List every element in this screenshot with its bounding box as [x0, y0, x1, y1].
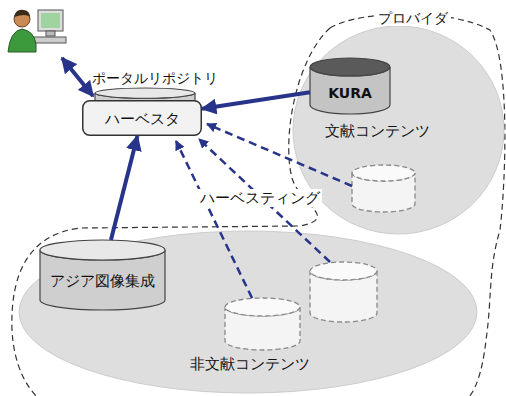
repository-cylinder: アジア図像集成 — [40, 240, 165, 310]
node-text: 文献コンテンツ — [325, 122, 430, 140]
harvesting-label: ハーベスティング — [198, 189, 322, 207]
box-outline — [83, 101, 202, 136]
planned-repository-top — [225, 298, 300, 316]
kura-cylinder: KURA — [310, 58, 390, 114]
planned-repository-top — [352, 165, 415, 181]
harvester-box: ハーベスタ — [82, 100, 202, 136]
monitor — [38, 10, 63, 31]
monitor-screen — [41, 13, 60, 28]
group-ellipse — [293, 26, 504, 234]
node-text: ポータルリポジトリ — [92, 70, 218, 86]
monitor-stand — [46, 31, 55, 36]
group-ellipse — [19, 231, 477, 393]
provider-boundary — [12, 14, 505, 396]
node-text: 非文献コンテンツ — [190, 355, 310, 373]
cylinder-top — [95, 88, 195, 98]
cylinder-top — [40, 240, 165, 260]
node-text: アジア図像集成 — [50, 272, 155, 290]
harvest-arrow — [111, 136, 137, 240]
user-access-arrow — [62, 58, 93, 96]
user-hair — [14, 10, 30, 17]
node-text: ハーベスタ — [105, 110, 180, 128]
user-body — [8, 29, 36, 52]
node-text: プロバイダ — [375, 10, 451, 26]
node-text: KURA — [328, 85, 372, 101]
cylinder-top — [310, 58, 390, 76]
planned-repository-top — [310, 262, 377, 280]
